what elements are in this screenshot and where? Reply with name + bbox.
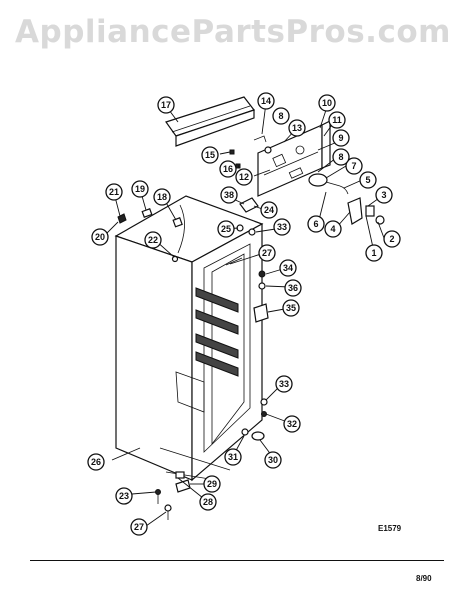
cabinet-liner bbox=[114, 195, 264, 482]
light-switch-parts bbox=[347, 197, 385, 225]
callout-14: 14 bbox=[257, 92, 275, 110]
cabinet-top-fasteners bbox=[117, 197, 259, 266]
date-code: 8/90 bbox=[416, 574, 432, 583]
svg-text:21: 21 bbox=[109, 187, 119, 197]
callout-8a: 8 bbox=[332, 148, 350, 166]
callout-29: 29 bbox=[203, 475, 221, 493]
svg-text:5: 5 bbox=[365, 175, 370, 185]
callout-2: 2 bbox=[383, 230, 401, 248]
svg-text:34: 34 bbox=[283, 263, 293, 273]
svg-text:17: 17 bbox=[161, 100, 171, 110]
callout-33b: 33 bbox=[275, 375, 293, 393]
svg-text:16: 16 bbox=[223, 164, 233, 174]
svg-text:38: 38 bbox=[224, 190, 234, 200]
callout-10: 10 bbox=[318, 94, 336, 112]
callout-9: 9 bbox=[332, 129, 350, 147]
callout-16: 16 bbox=[219, 160, 237, 178]
svg-text:4: 4 bbox=[330, 224, 335, 234]
callout-25: 25 bbox=[217, 220, 235, 238]
svg-text:30: 30 bbox=[268, 455, 278, 465]
callout-21: 21 bbox=[105, 183, 123, 201]
svg-text:26: 26 bbox=[91, 457, 101, 467]
svg-text:31: 31 bbox=[228, 452, 238, 462]
svg-text:14: 14 bbox=[261, 96, 271, 106]
thermostat-assembly bbox=[308, 173, 349, 195]
svg-text:25: 25 bbox=[221, 224, 231, 234]
svg-text:10: 10 bbox=[322, 98, 332, 108]
svg-text:7: 7 bbox=[351, 161, 356, 171]
svg-text:1: 1 bbox=[371, 248, 376, 258]
svg-text:28: 28 bbox=[203, 497, 213, 507]
svg-text:33: 33 bbox=[277, 222, 287, 232]
svg-text:11: 11 bbox=[332, 115, 342, 125]
callout-1: 1 bbox=[365, 244, 383, 262]
callout-5: 5 bbox=[359, 171, 377, 189]
svg-text:24: 24 bbox=[264, 205, 274, 215]
callout-4: 4 bbox=[324, 220, 342, 238]
svg-text:23: 23 bbox=[119, 491, 129, 501]
leveling-legs bbox=[155, 471, 191, 520]
callout-11: 11 bbox=[328, 111, 346, 129]
callout-26: 26 bbox=[87, 453, 105, 471]
callout-24: 24 bbox=[260, 201, 278, 219]
callout-32: 32 bbox=[283, 415, 301, 433]
callout-12: 12 bbox=[235, 168, 253, 186]
callout-36: 36 bbox=[284, 279, 302, 297]
watermark-logo: AppliancePartsPros.com bbox=[15, 14, 451, 50]
footer-rule bbox=[30, 560, 444, 561]
callout-13: 13 bbox=[288, 119, 306, 137]
callout-3: 3 bbox=[375, 186, 393, 204]
callout-23: 23 bbox=[115, 487, 133, 505]
callout-8b: 8 bbox=[272, 107, 290, 125]
svg-text:9: 9 bbox=[338, 133, 343, 143]
callout-30: 30 bbox=[264, 451, 282, 469]
svg-text:36: 36 bbox=[288, 283, 298, 293]
callout-35: 35 bbox=[282, 299, 300, 317]
svg-text:8: 8 bbox=[338, 152, 343, 162]
svg-text:32: 32 bbox=[287, 419, 297, 429]
svg-text:15: 15 bbox=[205, 150, 215, 160]
svg-text:35: 35 bbox=[286, 303, 296, 313]
svg-text:8: 8 bbox=[278, 111, 283, 121]
callout-15: 15 bbox=[201, 146, 219, 164]
callout-20: 20 bbox=[91, 228, 109, 246]
svg-text:33: 33 bbox=[279, 379, 289, 389]
svg-text:6: 6 bbox=[313, 219, 318, 229]
callout-19: 19 bbox=[131, 180, 149, 198]
callout-6: 6 bbox=[307, 215, 325, 233]
callout-27b: 27 bbox=[130, 518, 148, 536]
callout-27a: 27 bbox=[258, 244, 276, 262]
svg-text:3: 3 bbox=[381, 190, 386, 200]
diagram-code: E1579 bbox=[378, 524, 402, 533]
callout-7: 7 bbox=[345, 157, 363, 175]
top-cover-strip bbox=[165, 96, 255, 147]
svg-text:2: 2 bbox=[389, 234, 394, 244]
callout-33a: 33 bbox=[273, 218, 291, 236]
callout-17: 17 bbox=[157, 96, 175, 114]
svg-text:20: 20 bbox=[95, 232, 105, 242]
svg-text:27: 27 bbox=[134, 522, 144, 532]
callout-22: 22 bbox=[144, 231, 162, 249]
svg-text:18: 18 bbox=[157, 192, 167, 202]
svg-text:12: 12 bbox=[239, 172, 249, 182]
svg-text:22: 22 bbox=[148, 235, 158, 245]
callout-31: 31 bbox=[224, 448, 242, 466]
svg-text:19: 19 bbox=[135, 184, 145, 194]
control-panel bbox=[257, 120, 331, 197]
callout-28: 28 bbox=[199, 493, 217, 511]
callout-18: 18 bbox=[153, 188, 171, 206]
svg-text:13: 13 bbox=[292, 123, 302, 133]
hinge-hardware bbox=[241, 270, 269, 441]
callout-38: 38 bbox=[220, 186, 238, 204]
callout-34: 34 bbox=[279, 259, 297, 277]
svg-text:27: 27 bbox=[262, 248, 272, 258]
svg-text:29: 29 bbox=[207, 479, 217, 489]
